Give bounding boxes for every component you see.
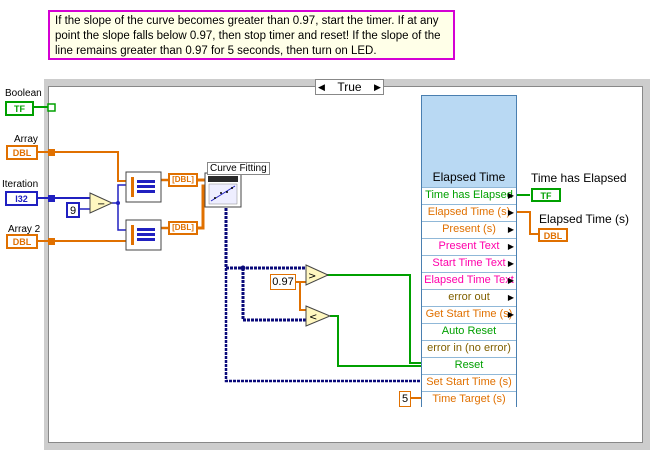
row-error-out[interactable]: error out▶ [422, 289, 516, 306]
array-indicator-2: [DBL] [168, 221, 198, 235]
row-time-target[interactable]: Time Target (s) [422, 391, 516, 408]
greater-node [305, 264, 330, 286]
case-selector-value: True [337, 80, 362, 94]
elapsed-time-express-vi[interactable]: Time has Elapsed▶ Elapsed Time (s)▶ Pres… [421, 95, 517, 408]
iteration-terminal[interactable]: I32 [5, 191, 38, 206]
time-has-elapsed-indicator[interactable]: TF [531, 188, 561, 202]
block-diagram-comment[interactable]: If the slope of the curve becomes greate… [48, 10, 455, 60]
row-start-time-text[interactable]: Start Time Text▶ [422, 255, 516, 272]
boolean-terminal[interactable]: TF [5, 101, 34, 116]
constant-five[interactable]: 5 [399, 391, 411, 407]
svg-text:−: − [97, 199, 105, 210]
row-error-in[interactable]: error in (no error) [422, 340, 516, 357]
elapsed-time-s-indicator[interactable]: DBL [538, 228, 568, 242]
subtract-node [89, 192, 114, 214]
iteration-label: Iteration [2, 179, 39, 190]
array2-terminal[interactable]: DBL [6, 234, 38, 249]
row-auto-reset[interactable]: Auto Reset [422, 323, 516, 340]
curve-fitting-node[interactable] [205, 173, 241, 207]
array2-label: Array 2 [8, 224, 41, 235]
constant-threshold[interactable]: 0.97 [270, 274, 296, 290]
array-wire [38, 151, 126, 182]
row-set-start-time[interactable]: Set Start Time (s) [422, 374, 516, 391]
row-present[interactable]: Present (s)▶ [422, 221, 516, 238]
array-indicator-1: [DBL] [168, 173, 198, 187]
time-has-elapsed-label: Time has Elapsed [531, 171, 627, 185]
array-subset-2-icon [131, 225, 155, 245]
case-selector[interactable]: ◀ True ▶ [315, 79, 384, 95]
row-elapsed-time-text[interactable]: Elapsed Time Text▶ [422, 272, 516, 289]
case-prev-icon[interactable]: ◀ [318, 82, 325, 92]
array-label: Array [14, 134, 38, 145]
boolean-label: Boolean [5, 88, 42, 99]
svg-text:>: > [308, 271, 316, 282]
row-present-text[interactable]: Present Text▶ [422, 238, 516, 255]
elapsed-time-title: Elapsed Time [432, 170, 506, 184]
stopwatch-icon [454, 112, 484, 144]
case-next-icon[interactable]: ▶ [374, 82, 381, 92]
row-time-has-elapsed[interactable]: Time has Elapsed▶ [422, 187, 516, 204]
row-reset[interactable]: Reset [422, 357, 516, 374]
less-node [305, 305, 332, 327]
svg-text:<: < [309, 312, 317, 323]
row-get-start-time[interactable]: Get Start Time (s)▶ [422, 306, 516, 323]
curve-fitting-label: Curve Fitting [207, 162, 270, 175]
elapsed-time-s-label: Elapsed Time (s) [539, 212, 630, 226]
array-subset-1-icon [131, 177, 155, 197]
array-terminal[interactable]: DBL [6, 145, 38, 160]
row-elapsed-time[interactable]: Elapsed Time (s)▶ [422, 204, 516, 221]
constant-nine[interactable]: 9 [66, 202, 80, 218]
